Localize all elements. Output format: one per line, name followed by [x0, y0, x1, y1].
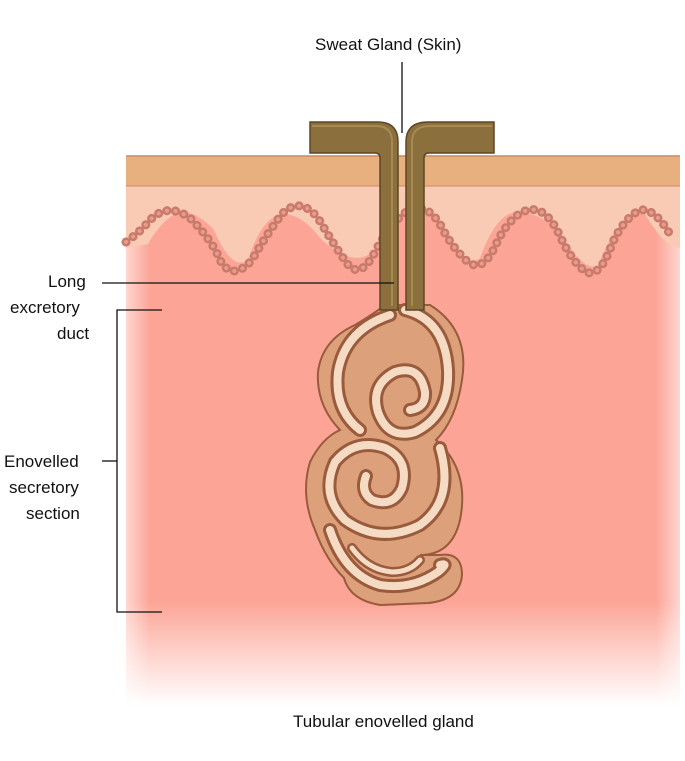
duct-label-line-1: Long	[48, 270, 86, 294]
dermis-edge-fade-left	[126, 186, 150, 706]
duct-label-line-3: duct	[57, 322, 89, 346]
secretory-label-line-2: secretory	[9, 476, 79, 500]
diagram-title: Sweat Gland (Skin)	[315, 33, 461, 57]
secretory-label-line-1: Enovelled	[4, 450, 79, 474]
secretory-coil	[306, 305, 463, 605]
dermis-edge-fade-right	[656, 186, 680, 706]
duct-label-line-2: excretory	[10, 296, 80, 320]
diagram-caption: Tubular enovelled gland	[293, 710, 474, 734]
epidermis-layer	[126, 156, 680, 186]
secretory-label-line-3: section	[26, 502, 80, 526]
